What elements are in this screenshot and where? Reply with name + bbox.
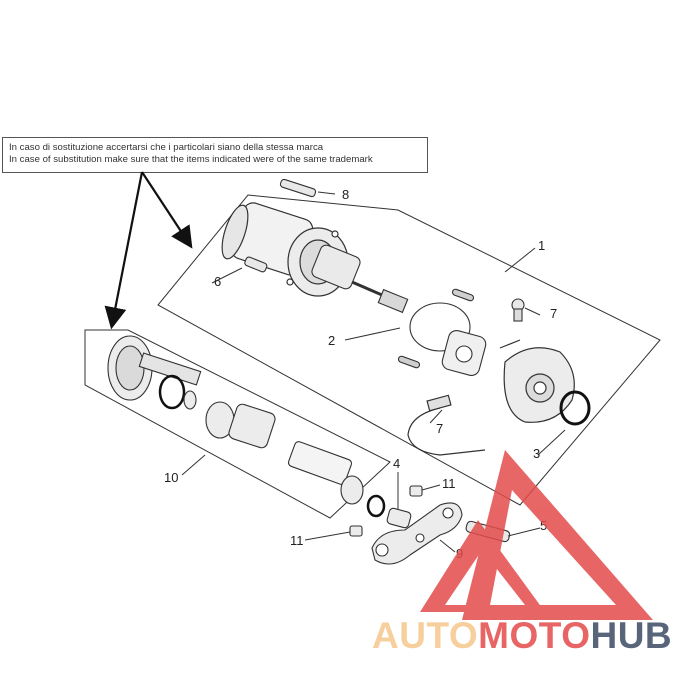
logo-word-moto: MOTO [478, 615, 590, 656]
bracket-part-9 [371, 502, 463, 565]
bendix-bush [340, 475, 364, 505]
note-arrows [104, 171, 193, 330]
callout-11-upper: 11 [442, 476, 456, 491]
bush-part-11-upper [409, 485, 423, 497]
automotohub-logo: AUTOMOTOHUB [372, 450, 672, 656]
callout-10: 10 [164, 470, 178, 485]
callout-11-lower: 11 [290, 533, 304, 548]
starter-motor-group-outline [157, 194, 661, 506]
note-line-italian: In caso di sostituzione accertarsi che i… [9, 142, 324, 153]
callout-6: 6 [214, 274, 221, 289]
substitution-note: In caso di sostituzione accertarsi che i… [2, 137, 428, 173]
bendix-pinion [228, 403, 276, 449]
brush-ring [409, 302, 471, 352]
note-arrow-bendix [104, 171, 144, 330]
support-bracket [349, 485, 463, 565]
screw-part-6 [244, 256, 268, 273]
callout-7-lower: 7 [436, 421, 443, 436]
bendix-assembly [107, 335, 386, 518]
callout-5: 5 [540, 518, 547, 533]
lead-wire [407, 407, 486, 456]
end-cover [503, 347, 591, 426]
bendix-circlip [158, 374, 186, 410]
bendix-spring [287, 441, 353, 485]
logo-word-auto: AUTO [372, 615, 478, 656]
screw-part-8 [279, 178, 317, 198]
armature-core [311, 244, 361, 290]
logo-triangle [462, 450, 653, 620]
note-arrow-motor [141, 171, 193, 249]
bush-part-4 [386, 507, 412, 529]
callout-8: 8 [342, 187, 349, 202]
logo-triangle-inner [420, 520, 545, 612]
motor-end-cap [221, 204, 249, 260]
callout-labels: 8 1 6 7 2 7 3 4 10 11 5 11 9 [164, 187, 557, 561]
callout-4: 4 [393, 456, 400, 471]
callout-1: 1 [538, 238, 545, 253]
note-line-english: In case of substitution make sure that t… [9, 154, 373, 165]
armature [311, 244, 409, 314]
brush-spring-lower [397, 355, 421, 369]
callout-7-upper: 7 [550, 306, 557, 321]
armature-shaft [377, 288, 409, 314]
brush-spring-upper [451, 288, 475, 302]
bendix-washer [183, 390, 197, 410]
logo-wordmark: AUTOMOTOHUB [372, 615, 672, 656]
lead-tab [499, 339, 521, 349]
brush-holder [397, 288, 487, 376]
lead-terminal [426, 394, 452, 412]
bush-part-11-lower [349, 525, 363, 537]
logo-word-hub: HUB [590, 615, 672, 656]
o-ring [559, 390, 591, 426]
callout-2: 2 [328, 333, 335, 348]
callout-3: 3 [533, 446, 540, 461]
wiring-lead [407, 339, 521, 456]
leader-lines [181, 191, 566, 553]
bendix-seal [366, 494, 386, 518]
